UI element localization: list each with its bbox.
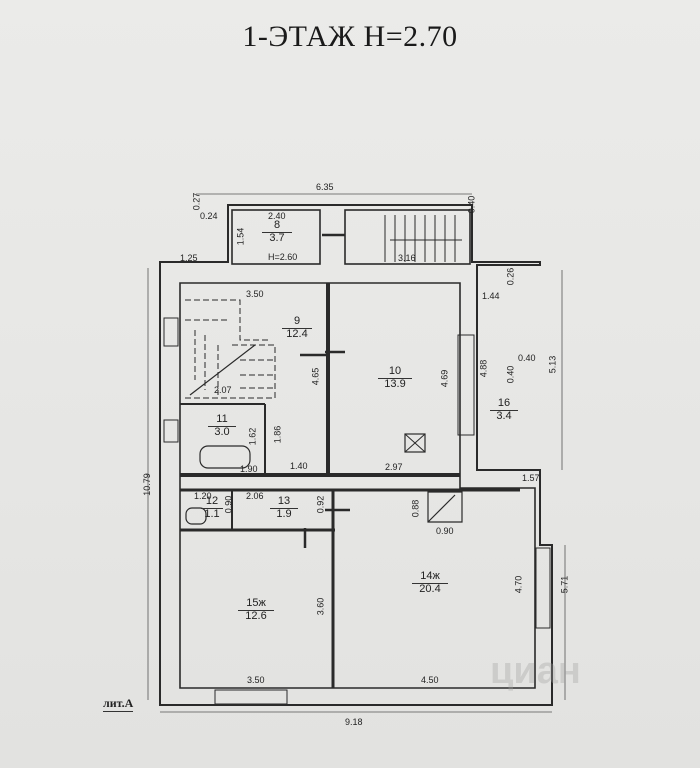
dim-571: 5.71	[559, 575, 570, 594]
dim-297: 2.97	[385, 462, 403, 472]
outer-wall	[159, 204, 553, 706]
room-14-area: 20.4	[419, 582, 441, 595]
room-16-id: 16	[490, 397, 518, 411]
watermark: циан	[490, 650, 581, 692]
dim-350-stair: 3.50	[246, 289, 264, 299]
dim-350-bottom: 3.50	[247, 675, 265, 685]
dim-120: 1.20	[194, 491, 212, 501]
room-12-area: 1.1	[204, 507, 220, 520]
dim-154: 1.54	[235, 227, 246, 246]
room-12-id: 12	[201, 495, 223, 509]
window-right-10	[457, 334, 475, 436]
dim-092: 0.92	[315, 495, 326, 514]
room-10-id: 10	[378, 365, 412, 379]
room-11-area: 3.0	[214, 425, 230, 438]
stair-annex-wall	[344, 209, 471, 265]
room-8-height: Н=2.60	[268, 252, 298, 262]
dim-024: 0.24	[200, 211, 218, 221]
lit-a-label: лит.А	[103, 696, 134, 712]
room-16-area: 3.4	[496, 409, 512, 422]
room-8-area: 3.7	[269, 231, 285, 244]
dim-207: 2.07	[214, 385, 232, 395]
floor-title: 1-ЭТАЖ Н=2.70	[242, 20, 458, 53]
room-14-id: 14ж	[412, 570, 448, 584]
dim-162: 1.62	[247, 427, 258, 446]
dim-465: 4.65	[310, 367, 321, 386]
window-left-2	[163, 419, 179, 443]
room-13-id: 13	[270, 495, 298, 509]
dim-190: 1.90	[240, 464, 258, 474]
bathtub	[199, 445, 251, 469]
window-bottom	[214, 689, 288, 705]
stove	[404, 433, 426, 453]
dim-918: 9.18	[345, 717, 363, 727]
stairs-arrow-9	[189, 344, 256, 396]
dim-040-mid: 0.40	[518, 353, 536, 363]
dim-125: 1.25	[180, 253, 198, 263]
dim-040-left: 0.40	[505, 365, 516, 384]
dim-513: 5.13	[547, 355, 558, 374]
inner-wall	[179, 282, 536, 689]
room-8-id: 8	[262, 219, 292, 233]
room-13-area: 1.9	[276, 507, 292, 520]
stairs-9	[185, 299, 276, 399]
dim-1079: 10.79	[141, 473, 152, 496]
dim-488: 4.88	[478, 359, 489, 378]
dim-206: 2.06	[246, 491, 264, 501]
dim-top-width: 6.35	[316, 182, 334, 192]
dim-040-top: 0.40	[466, 195, 477, 214]
dim-157: 1.57	[522, 473, 540, 483]
dim-450: 4.50	[421, 675, 439, 685]
room-9-id: 9	[282, 315, 312, 329]
dim-027: 0.27	[191, 192, 202, 211]
dim-140: 1.40	[290, 461, 308, 471]
dim-316: 3.16	[398, 253, 416, 263]
toilet	[185, 507, 207, 525]
dim-240: 2.40	[268, 211, 286, 221]
dim-090-right: 0.90	[436, 526, 454, 536]
dim-144: 1.44	[482, 291, 500, 301]
dim-470: 4.70	[513, 575, 524, 594]
dim-088: 0.88	[410, 499, 421, 518]
room-10-area: 13.9	[384, 377, 406, 390]
dim-186: 1.86	[272, 425, 283, 444]
dim-469: 4.69	[439, 369, 450, 388]
closet-14	[427, 491, 463, 523]
dim-360: 3.60	[315, 597, 326, 616]
stairs-annex	[384, 215, 462, 262]
dim-026: 0.26	[505, 267, 516, 286]
room-15-id: 15ж	[238, 597, 274, 611]
room-15-area: 12.6	[245, 609, 267, 622]
window-left	[163, 317, 179, 347]
room-8-wall	[231, 209, 321, 265]
room-9-area: 12.4	[286, 327, 308, 340]
room-11-id: 11	[208, 413, 236, 427]
door-marks	[300, 233, 350, 548]
window-right-14	[535, 547, 551, 629]
dim-090-left: 0.90	[223, 495, 234, 514]
